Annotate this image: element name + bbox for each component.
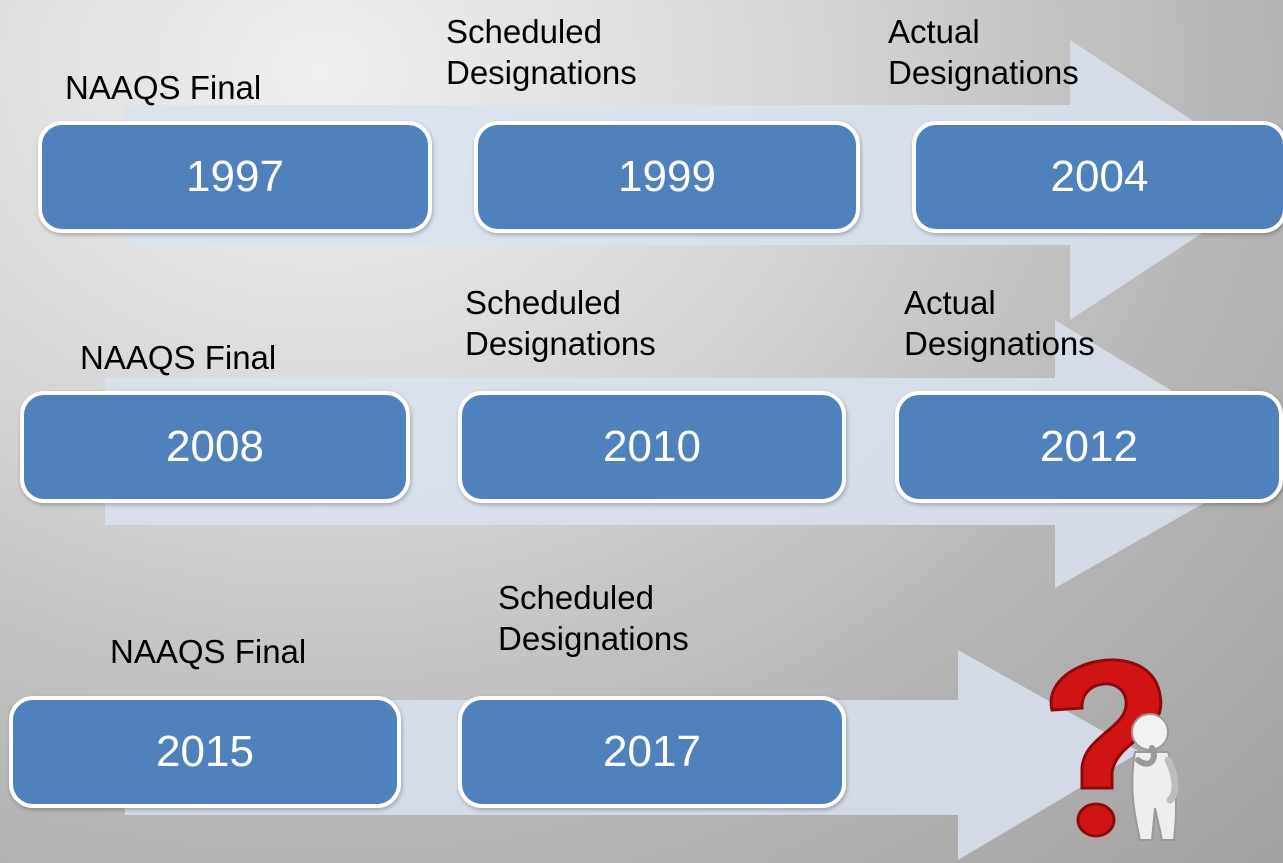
step-label: NAAQS Final — [80, 339, 277, 376]
step-label: NAAQS Final — [65, 69, 262, 106]
step-label-line: Actual Designations — [904, 284, 1095, 362]
step-label: Actual Designations — [904, 283, 1095, 365]
year-box: 1999 — [474, 121, 860, 233]
year-box: 2015 — [9, 696, 401, 808]
step-label: NAAQS Final — [110, 633, 307, 670]
question-mark-shape — [1049, 658, 1163, 790]
year-box: 2010 — [458, 391, 846, 503]
step-label-line: Scheduled Designations — [446, 13, 637, 91]
year-box: 2017 — [458, 696, 846, 808]
step-label: Actual Designations — [888, 12, 1079, 94]
year-box: 1997 — [38, 121, 432, 233]
year-box: 2004 — [912, 121, 1283, 233]
step-label: Scheduled Designations — [498, 578, 689, 660]
year-box: 2012 — [895, 391, 1283, 503]
step-label-line: Scheduled Designations — [465, 284, 656, 362]
question-mark-dot — [1076, 802, 1116, 838]
thinking-figure — [1131, 713, 1179, 841]
step-label-line: Scheduled Designations — [498, 579, 689, 657]
year-box: 2008 — [20, 391, 410, 503]
step-label-line: Actual Designations — [888, 13, 1079, 91]
step-label: Scheduled Designations — [446, 12, 637, 94]
question-mark-thinking-figure-icon — [1049, 658, 1179, 841]
step-label: Scheduled Designations — [465, 283, 656, 365]
